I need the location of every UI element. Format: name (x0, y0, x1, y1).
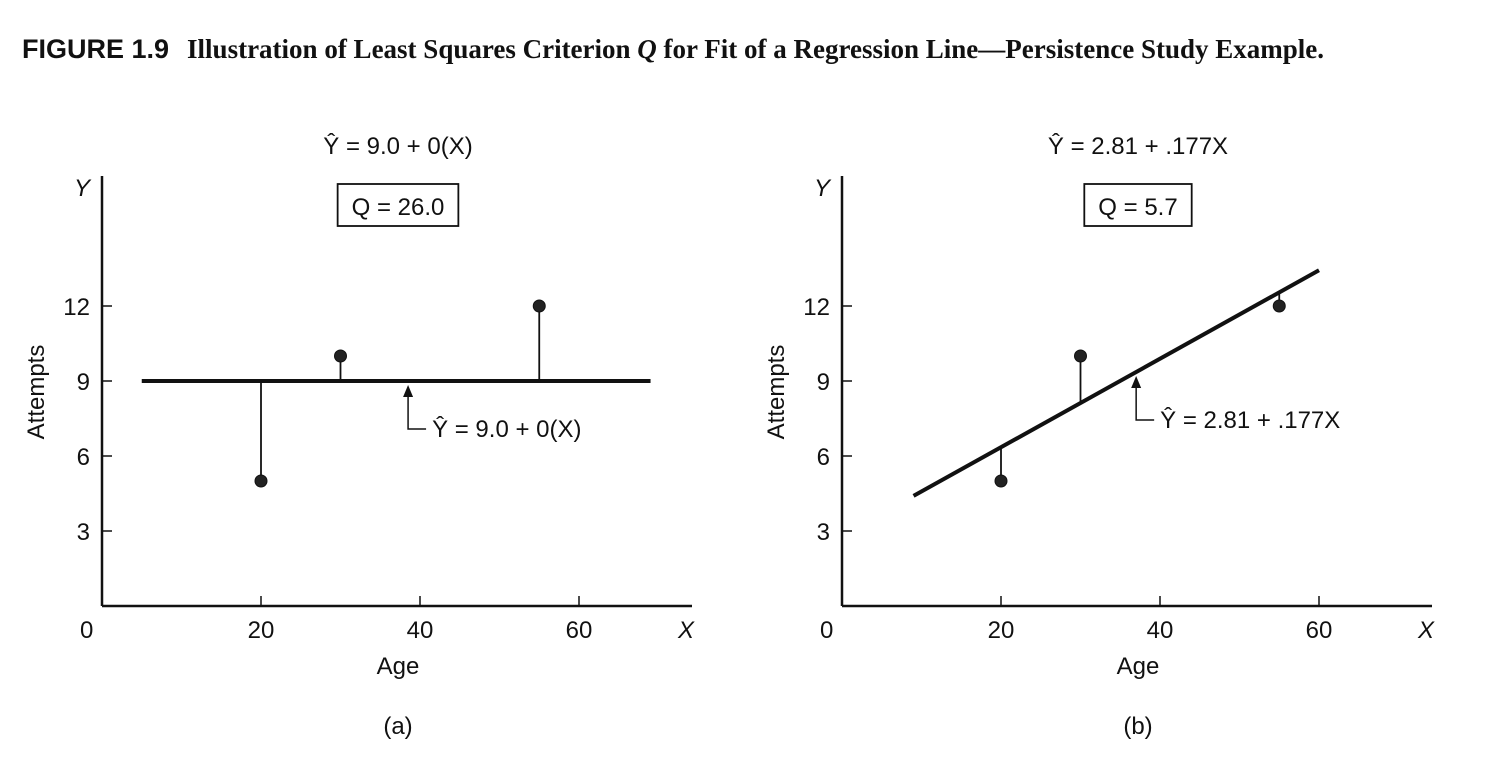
panel-label: (a) (383, 713, 412, 740)
annotation-arrowhead (1131, 376, 1142, 389)
figure-label: FIGURE 1.9 (22, 34, 170, 64)
panel-title: Ŷ = 2.81 + .177X (1048, 133, 1228, 160)
x-tick-label: 40 (1147, 617, 1174, 644)
annotation-arrowhead (403, 385, 414, 397)
data-point (994, 474, 1008, 488)
y-tick-label: 12 (803, 294, 830, 321)
y-tick-label: 3 (77, 519, 90, 546)
x-axis-title: Age (1117, 653, 1160, 680)
annotation-label: Ŷ = 2.81 + .177X (1160, 407, 1340, 434)
x-tick-label: 40 (407, 617, 434, 644)
annotation-leader (1135, 386, 1155, 421)
y-axis-title: Attempts (23, 345, 50, 440)
data-point (334, 349, 347, 363)
annotation-label: Ŷ = 9.0 + 0(X) (432, 416, 581, 443)
q-value-label: Q = 5.7 (1098, 194, 1177, 221)
y-tick-label: 9 (77, 369, 90, 396)
panel-label: (b) (1123, 713, 1152, 740)
figure-caption: FIGURE 1.9 Illustration of Least Squares … (22, 30, 1462, 68)
panel-title: Ŷ = 9.0 + 0(X) (323, 133, 472, 160)
y-tick-label: 6 (77, 444, 90, 471)
x-tick-label: 20 (988, 617, 1015, 644)
x-tick-label: 60 (566, 617, 593, 644)
figure-title-start: Illustration of Least Squares Criterion (187, 34, 638, 64)
data-point (1272, 299, 1286, 313)
x-tick-label: 20 (248, 617, 275, 644)
y-tick-label: 3 (817, 519, 830, 546)
data-point (254, 474, 268, 488)
x-axis-letter: X (1417, 617, 1435, 644)
y-tick-label: 9 (817, 369, 830, 396)
y-axis-title: Attempts (763, 345, 790, 440)
y-tick-label: 6 (817, 444, 830, 471)
data-point (1074, 349, 1087, 363)
q-value-box (1083, 183, 1193, 227)
y-axis-letter: Y (814, 175, 832, 202)
x-axis-letter: X (677, 617, 695, 644)
regression-line (912, 268, 1320, 498)
figure-title-end: for Fit of a Regression Line—Persistence… (656, 34, 1324, 64)
q-value-label: Q = 26.0 (352, 194, 445, 221)
q-value-box (336, 183, 460, 227)
origin-label: 0 (820, 617, 833, 644)
y-tick-label: 12 (63, 294, 90, 321)
x-axis-title: Age (377, 653, 420, 680)
y-axis-letter: Y (74, 175, 92, 202)
origin-label: 0 (80, 617, 93, 644)
x-tick-label: 60 (1306, 617, 1333, 644)
data-point (532, 299, 546, 313)
annotation-leader (407, 395, 427, 430)
figure-title-q: Q (637, 34, 657, 64)
